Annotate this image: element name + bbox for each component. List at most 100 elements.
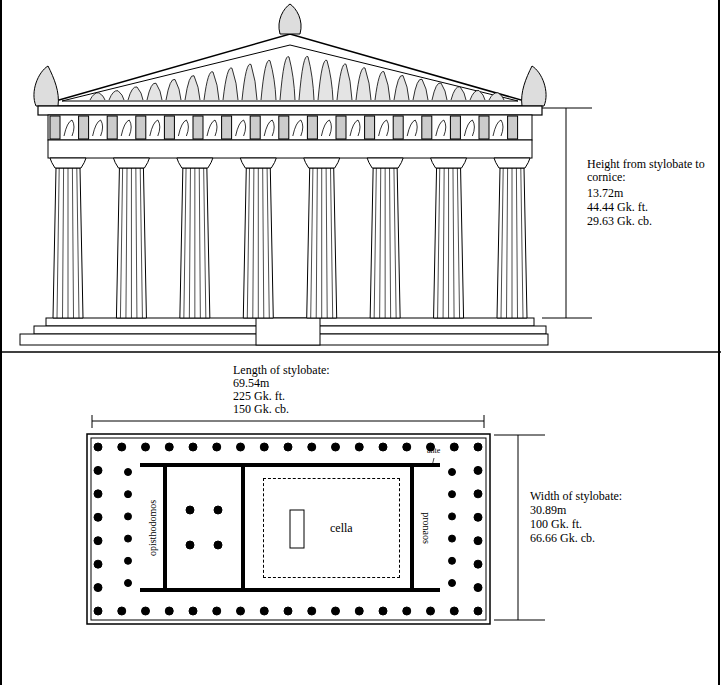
interior-column — [186, 541, 194, 549]
pediment-figure — [489, 93, 504, 100]
stylobate-outline — [87, 434, 490, 624]
peristyle-column — [94, 443, 102, 451]
peristyle-column — [450, 443, 458, 451]
column — [113, 158, 149, 318]
pediment-figure — [280, 57, 295, 100]
cornice — [38, 106, 542, 115]
pediment-figure — [166, 79, 181, 100]
peristyle-column — [332, 607, 340, 615]
column — [50, 158, 86, 318]
tympanum — [62, 45, 518, 101]
dimension-line — [518, 435, 519, 620]
metope-relief — [293, 120, 303, 136]
stair — [256, 318, 320, 345]
dimension-tick — [494, 435, 545, 436]
peristyle-column — [237, 443, 245, 451]
dimension-value: 69.54m — [233, 377, 269, 390]
dimension-caption: Width of stylobate: — [530, 490, 622, 503]
prostyle-column — [449, 557, 456, 564]
peristyle-column — [260, 443, 268, 451]
triglyph — [222, 116, 232, 139]
peristyle-column — [213, 443, 221, 451]
acroterion — [522, 66, 546, 106]
peristyle-column — [427, 607, 435, 615]
metope-relief — [350, 120, 360, 136]
peristyle-column — [474, 490, 482, 498]
dimension-value: 29.63 Gk. cb. — [587, 215, 652, 228]
peristyle-column — [165, 443, 173, 451]
peristyle-column — [332, 443, 340, 451]
metope-relief — [178, 120, 188, 136]
pediment-figure — [185, 75, 200, 100]
triglyph — [79, 116, 89, 139]
triglyph — [479, 116, 489, 139]
pediment-figure — [432, 83, 447, 100]
metope-relief — [379, 120, 389, 136]
peristyle-column — [450, 607, 458, 615]
dimension-value: 44.44 Gk. ft. — [587, 201, 648, 214]
pediment-figure — [356, 68, 371, 100]
prostyle-column — [449, 491, 456, 498]
acroterion — [34, 66, 58, 106]
dimension-tick — [484, 415, 485, 428]
prostyle-column — [125, 469, 132, 476]
peristyle-column — [118, 443, 126, 451]
triglyph — [422, 116, 432, 139]
column — [240, 158, 276, 318]
prostyle-column — [125, 491, 132, 498]
dimension-tick — [542, 318, 592, 319]
pediment-figure — [413, 79, 428, 100]
dimension-value: 225 Gk. ft. — [233, 390, 285, 403]
room-name: cella — [330, 521, 353, 536]
dimension-caption: Height from stylobate to cornice: — [587, 158, 715, 184]
triglyph — [136, 116, 146, 139]
interior-column — [214, 506, 222, 514]
prostyle-column — [125, 580, 132, 587]
acroterion — [279, 4, 301, 34]
column — [367, 158, 403, 318]
peristyle-column — [94, 584, 102, 592]
metope-relief — [407, 120, 417, 136]
triglyph — [50, 116, 60, 139]
peristyle-column — [94, 490, 102, 498]
triglyph — [336, 116, 346, 139]
peristyle-column — [284, 607, 292, 615]
column — [494, 158, 530, 318]
pediment-figure — [318, 60, 333, 100]
triglyph — [279, 116, 289, 139]
peristyle-column — [213, 607, 221, 615]
peristyle-column — [94, 466, 102, 474]
frame-line — [718, 0, 720, 685]
dimension-tick — [542, 108, 592, 109]
metope-relief — [64, 120, 74, 136]
pediment-figure — [394, 75, 409, 100]
statue-base — [290, 510, 304, 548]
peristyle-column — [355, 607, 363, 615]
part-name: ante — [427, 446, 440, 455]
pediment-figure — [223, 68, 238, 100]
column — [304, 158, 340, 318]
frieze — [48, 115, 532, 140]
triglyph — [307, 116, 317, 139]
pediment-figure — [242, 64, 257, 100]
peristyle-column — [94, 607, 102, 615]
metope-relief — [464, 120, 474, 136]
metope-relief — [493, 120, 503, 136]
peristyle-column — [189, 607, 197, 615]
frame-line — [0, 0, 2, 685]
peristyle-column — [474, 584, 482, 592]
pediment-figure — [128, 87, 143, 100]
dimension-value: 13.72m — [587, 187, 623, 200]
peristyle-column — [94, 513, 102, 521]
interior-column — [186, 506, 194, 514]
leader-line — [432, 458, 434, 466]
dimension-tick — [494, 620, 545, 621]
triglyph — [107, 116, 117, 139]
peristyle-column — [94, 560, 102, 568]
prostyle-column — [449, 580, 456, 587]
cella-walls — [140, 465, 440, 590]
pediment-figure — [109, 91, 124, 100]
dimension-line — [92, 421, 484, 422]
triglyph — [250, 116, 260, 139]
peristyle-column — [165, 607, 173, 615]
